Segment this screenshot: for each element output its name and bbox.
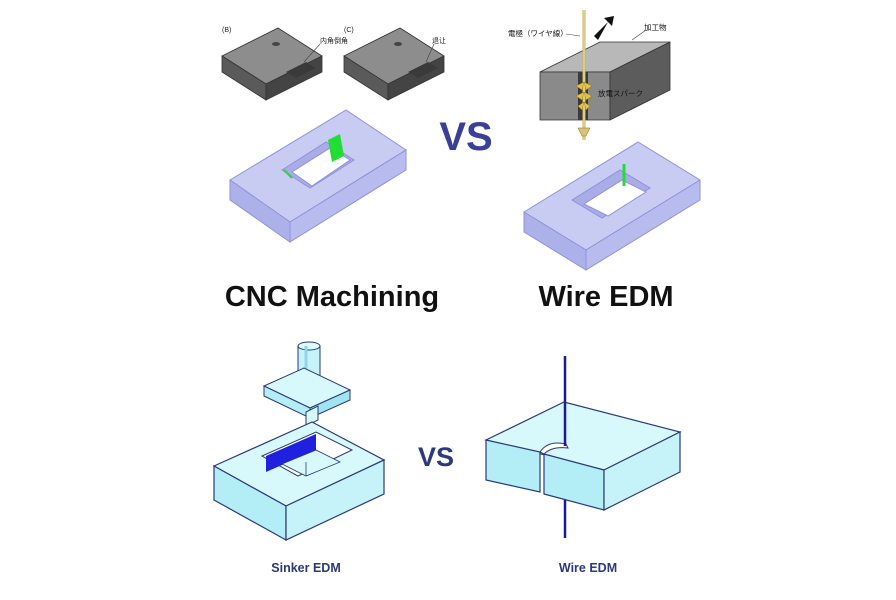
leader-electrode <box>565 33 581 37</box>
caption-sinker-edm: Sinker EDM <box>271 561 340 575</box>
sinker-electrode-tab <box>305 405 319 427</box>
cnc-part-b: (B) 内角倒角 <box>221 27 348 101</box>
cnc-corner-radius-highlight <box>328 134 344 162</box>
label-spark: 放電スパーク <box>598 88 643 98</box>
vs-top: VS <box>439 115 492 159</box>
wire-edm-illustration: 電極（ワイヤ線） 加工物 放電スパーク <box>508 10 671 140</box>
part-c-hole <box>394 42 402 46</box>
caption-wire-edm: Wire EDM <box>559 561 617 575</box>
label-b: (B) <box>222 27 231 34</box>
label-inner-corner: 内角倒角 <box>320 36 348 45</box>
wire2-block-side <box>603 431 681 511</box>
spark-icon <box>575 81 593 111</box>
wire-block-side <box>585 179 701 271</box>
cnc-block-side <box>289 149 407 243</box>
part-b-hole <box>272 42 280 46</box>
cnc-part-c: (C) 退让 <box>343 27 446 101</box>
sinker-edm-illustration <box>212 341 386 542</box>
heading-cnc-machining: CNC Machining <box>225 281 439 313</box>
part-b-slot <box>286 62 316 78</box>
wire-guide-bottom <box>577 127 591 137</box>
sinker-cavity-floor <box>281 449 341 477</box>
label-electrode: 電極（ワイヤ線） <box>508 28 568 38</box>
wire2-block-front-left <box>485 439 541 493</box>
wire-lavender-block <box>523 141 701 271</box>
sinker-block-side <box>285 459 385 541</box>
wire-pocket-opening <box>582 179 648 217</box>
label-relief: 退让 <box>432 36 446 45</box>
cnc-corner-highlight-edge <box>283 169 293 179</box>
leader-inner-corner <box>303 43 321 63</box>
edm-block-side <box>609 41 671 121</box>
vs-bottom: VS <box>418 442 454 472</box>
label-c: (C) <box>344 27 354 34</box>
direction-arrow-icon <box>594 16 614 40</box>
wire2-kerf <box>539 442 569 455</box>
leader-workpiece <box>631 29 647 41</box>
sinker-cavity-wall <box>266 434 316 472</box>
heading-wire-edm: Wire EDM <box>538 281 673 313</box>
leader-relief <box>425 43 435 63</box>
cnc-lavender-block <box>229 109 407 243</box>
label-workpiece: 加工物 <box>644 22 667 32</box>
part-c-slot <box>408 62 438 78</box>
sinker-shank-top <box>297 341 321 351</box>
wire-edm-block-bottom <box>484 356 682 538</box>
